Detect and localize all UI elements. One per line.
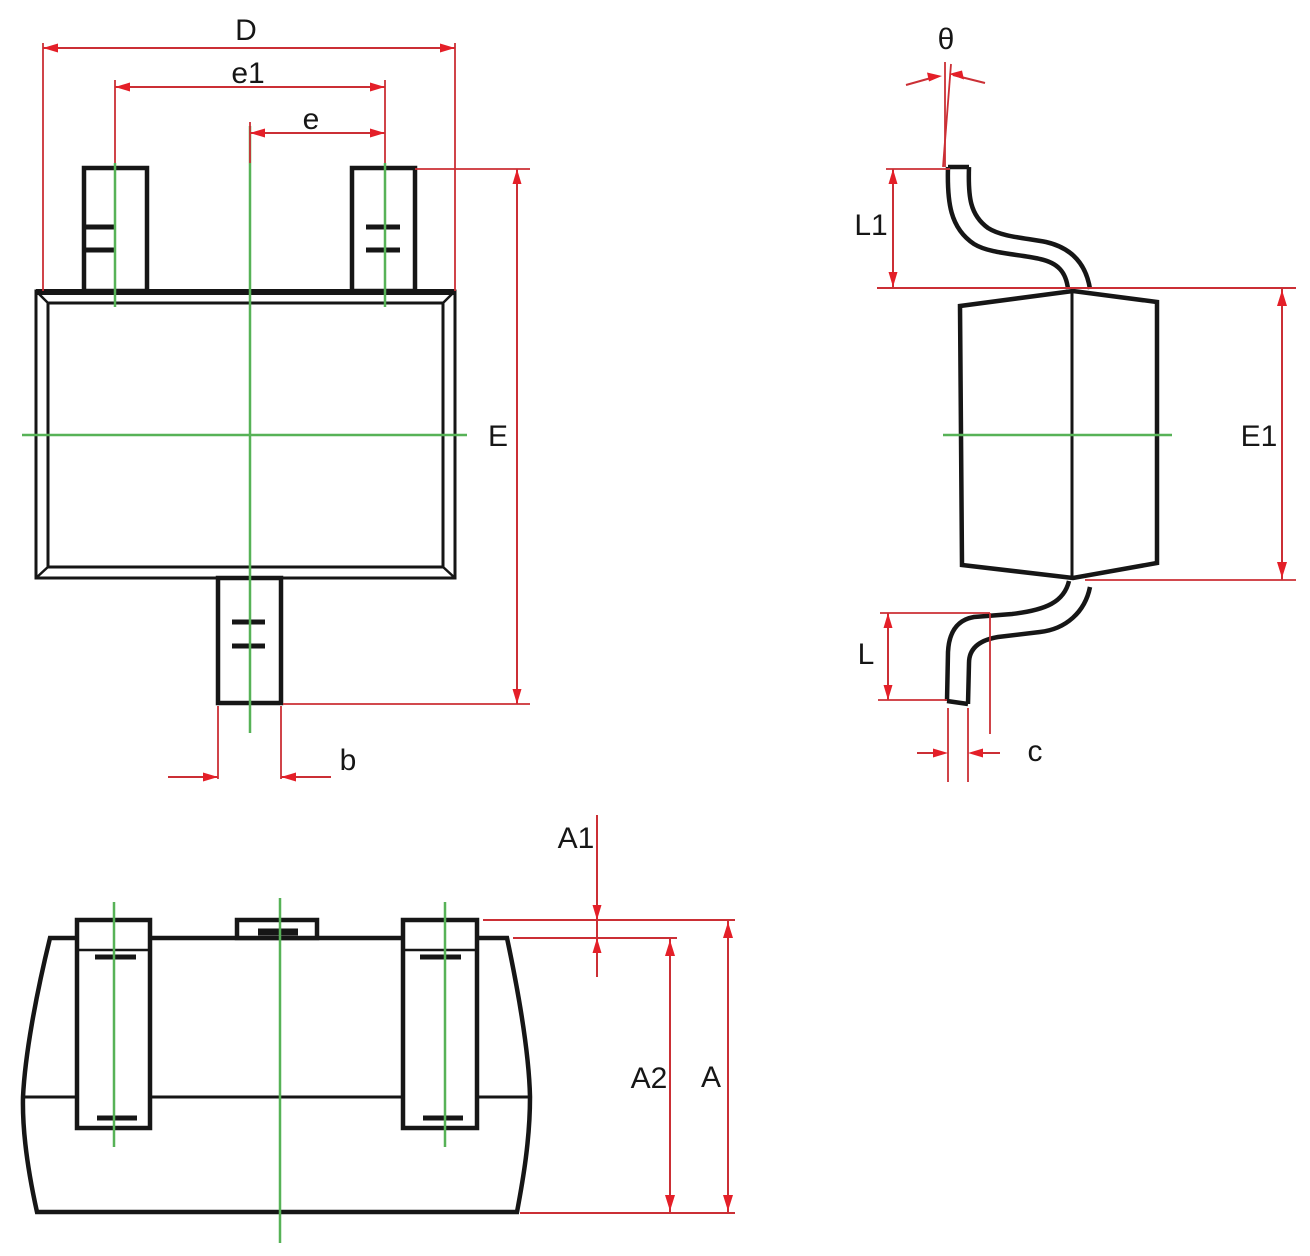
arrowhead (927, 72, 942, 82)
dim-label-A1: A1 (557, 822, 595, 855)
dim-label-L: L (857, 638, 875, 671)
dim-label-A2: A2 (630, 1062, 668, 1095)
arrowhead (1277, 290, 1287, 306)
arrowhead (933, 748, 948, 758)
lead-lower-inner-edge (965, 586, 1093, 705)
arrowhead (883, 613, 893, 628)
front-view (20, 815, 735, 1243)
arrowhead (888, 169, 898, 184)
lead-lower-outer-edge (944, 580, 1072, 702)
body-chamfer (441, 290, 456, 305)
arrowhead (250, 128, 265, 138)
side-view (877, 62, 1296, 782)
arrowhead (592, 938, 602, 953)
arrowhead (281, 772, 296, 782)
dim-label-E1: E1 (1240, 420, 1278, 453)
arrowhead (723, 922, 733, 938)
lead-upper-inner-edge (966, 166, 1093, 290)
arrowhead (1277, 562, 1287, 578)
arrowhead (949, 70, 964, 80)
arrowhead (665, 1195, 675, 1211)
dim-label-e1: e1 (231, 57, 265, 90)
dim-label-e: e (302, 103, 320, 136)
arrowhead (370, 128, 385, 138)
dim-label-L1: L1 (854, 209, 888, 242)
dim-label-E: E (487, 420, 509, 453)
dim-label-b: b (339, 744, 357, 777)
dim-label-c: c (1027, 735, 1043, 768)
body-chamfer (441, 565, 456, 579)
top-view (22, 43, 530, 782)
arrowhead (203, 772, 218, 782)
dim-label-D: D (235, 14, 257, 47)
lead-upper-outer-edge (945, 166, 1071, 290)
body-chamfer (35, 290, 50, 305)
arrowhead (723, 1195, 733, 1211)
arrowhead (43, 43, 58, 53)
arrowhead (888, 272, 898, 287)
theta-angle-line (942, 63, 952, 168)
arrowhead (968, 748, 983, 758)
arrowhead (592, 905, 602, 920)
arrowhead (370, 82, 385, 92)
body-outline (20, 935, 533, 1215)
dim-label-theta: θ (937, 23, 955, 56)
arrowhead (512, 689, 522, 704)
body-chamfer (35, 565, 50, 579)
arrowhead (115, 82, 130, 92)
dim-label-A: A (700, 1061, 722, 1094)
arrowhead (883, 685, 893, 700)
arrowhead (440, 43, 455, 53)
arrowhead (512, 169, 522, 184)
lead-lower-tip (946, 698, 969, 707)
arrowhead (665, 940, 675, 956)
